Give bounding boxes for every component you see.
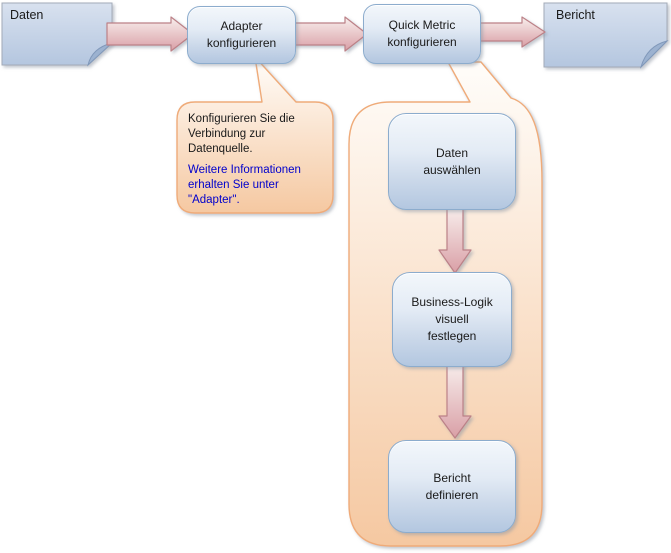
arrow-quick-metric-to-bericht-icon xyxy=(476,16,546,48)
arrow-business-logik-to-bericht-definieren-icon xyxy=(438,361,472,439)
node-daten-auswaehlen: Daten auswählen xyxy=(388,113,516,210)
node-bericht-definieren-label: Bericht definieren xyxy=(425,470,479,502)
daten-document-shape xyxy=(1,2,113,67)
callout-note-text: Konfigurieren Sie die Verbindung zur Dat… xyxy=(188,113,295,155)
bericht-document-label: Bericht xyxy=(556,8,595,22)
arrow-daten-auswaehlen-to-business-logik-icon xyxy=(438,205,472,274)
bericht-document-fold-icon xyxy=(639,40,669,69)
callout-adapter-link[interactable]: Weitere Informationen erhalten Sie unter… xyxy=(188,164,301,206)
node-bericht-definieren: Bericht definieren xyxy=(388,440,516,533)
adapter-callout-text: Konfigurieren Sie die Verbindung zur Dat… xyxy=(188,112,330,208)
node-adapter-konfigurieren: Adapter konfigurieren xyxy=(187,6,296,64)
node-quick-metric-konfigurieren-label: Quick Metric konfigurieren xyxy=(387,18,457,49)
node-quick-metric-konfigurieren: Quick Metric konfigurieren xyxy=(363,4,481,64)
daten-document-label: Daten xyxy=(10,8,44,22)
arrow-daten-to-adapter-icon xyxy=(106,16,194,52)
node-adapter-konfigurieren-label: Adapter konfigurieren xyxy=(206,19,277,50)
node-business-logik-visuell-festlegen: Business-Logik visuell festlegen xyxy=(392,272,512,367)
arrow-adapter-to-quick-metric-icon xyxy=(290,16,368,52)
adapter-callout-bubble xyxy=(176,56,334,214)
node-daten-auswaehlen-label: Daten auswählen xyxy=(423,145,481,177)
bericht-document-shape xyxy=(543,2,669,69)
node-business-logik-label: Business-Logik visuell festlegen xyxy=(411,295,493,343)
